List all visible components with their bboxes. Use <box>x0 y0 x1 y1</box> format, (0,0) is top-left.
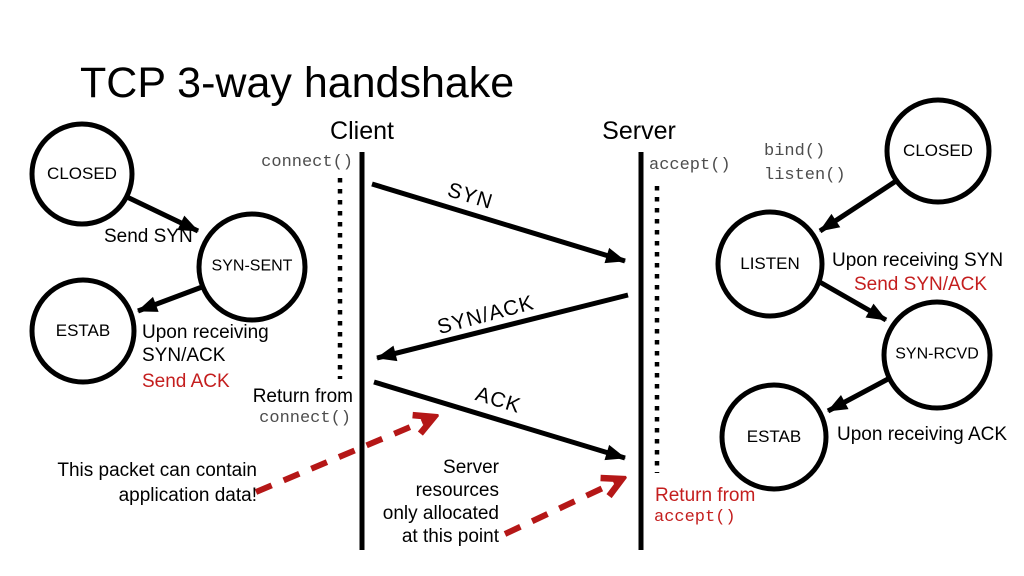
server-upon-ack-caption: Upon receiving ACK <box>837 424 1008 445</box>
resources-note-arrow <box>503 479 622 537</box>
client-header: Client <box>330 117 394 145</box>
server-upon-syn-caption: Upon receiving SYN <box>832 250 1004 271</box>
client-closed-state-label: CLOSED <box>47 163 117 183</box>
client-synsent-state-label: SYN-SENT <box>211 257 293 275</box>
resources-note-line3: only allocated <box>382 503 499 524</box>
server-estab-state-label: ESTAB <box>746 426 802 446</box>
resources-note: Server resources only allocated at this … <box>383 456 499 548</box>
resources-note-line2: resources <box>415 480 499 501</box>
server-listen-to-synrcvd-arrow <box>816 278 888 323</box>
synack-arrow <box>376 292 629 362</box>
listen-call-label: listen() <box>764 166 846 185</box>
server-synrcvd-state-circle <box>881 299 993 411</box>
client-estab-state-label: ESTAB <box>55 320 111 340</box>
connect-call-label: connect() <box>261 153 353 172</box>
accept-call-label: accept() <box>649 156 731 175</box>
server-synrcvd-state-label: SYN-RCVD <box>895 345 979 363</box>
client-send-syn-caption: Send SYN <box>104 226 193 247</box>
ack-arrow <box>373 379 626 461</box>
packet-note-line1: This packet can contain <box>57 460 257 481</box>
server-estab-state-circle <box>719 382 829 492</box>
client-return-from-label: Return from <box>252 386 353 407</box>
packet-note: This packet can contain application data… <box>57 460 257 508</box>
client-closed-state-circle <box>29 121 135 227</box>
client-synsent-to-estab-arrow <box>137 284 203 314</box>
server-header: Server <box>602 117 676 145</box>
server-closed-to-listen-arrow <box>818 178 898 234</box>
client-closed-to-synsent-arrow <box>125 194 200 234</box>
packet-note-line2: application data! <box>118 485 257 507</box>
packet-note-arrow <box>254 417 434 495</box>
client-upon-receiving-caption-line1: Upon receiving <box>142 322 269 343</box>
syn-arrow <box>371 181 626 264</box>
client-send-ack-caption: Send ACK <box>142 371 230 392</box>
bind-call-label: bind() <box>764 142 826 161</box>
server-return-from-label: Return from <box>655 485 756 506</box>
client-synsent-state-circle <box>196 211 308 323</box>
client-estab-state-circle <box>29 277 137 385</box>
server-synrcvd-to-estab-arrow <box>826 376 890 414</box>
page-title: TCP 3-way handshake <box>80 59 515 107</box>
client-upon-receiving-caption-line2: SYN/ACK <box>142 345 226 366</box>
resources-note-line1: Server <box>443 457 499 478</box>
server-closed-state-circle <box>884 97 992 205</box>
server-listen-state-label: LISTEN <box>740 253 800 273</box>
server-send-synack-caption: Send SYN/ACK <box>854 274 988 295</box>
client-return-call-label: connect() <box>259 409 351 428</box>
resources-note-line4: at this point <box>401 526 499 547</box>
server-return-call-label: accept() <box>654 508 736 527</box>
server-listen-state-circle <box>715 209 825 319</box>
server-closed-state-label: CLOSED <box>903 140 973 160</box>
